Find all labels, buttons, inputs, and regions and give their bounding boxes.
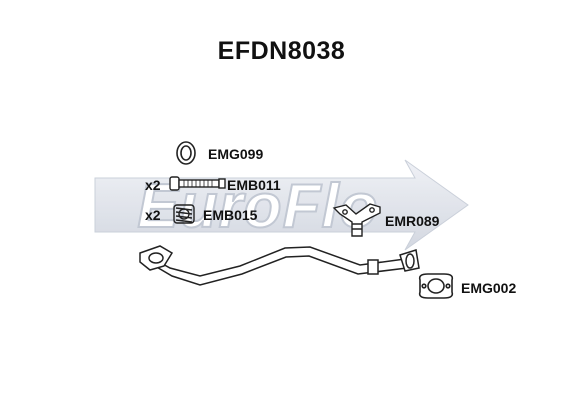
spring-icon	[173, 204, 195, 224]
part-quantity-label: x2	[145, 177, 161, 193]
bracket-icon	[332, 203, 381, 237]
part-code-label: EMB011	[227, 177, 281, 193]
part-quantity-label: x2	[145, 207, 161, 223]
ring-gasket-icon	[176, 141, 196, 165]
part-code-label: EMG002	[461, 280, 517, 296]
front-pipe	[139, 245, 420, 286]
part-code-label: EMB015	[203, 207, 258, 223]
part-code-label: EMR089	[385, 213, 440, 229]
part-number-title: EFDN8038	[217, 37, 346, 65]
watermark: EuroFlo	[94, 159, 469, 251]
bolt-icon	[169, 176, 226, 191]
flange-gasket-icon	[418, 273, 454, 299]
part-code-label: EMG099	[208, 146, 264, 162]
